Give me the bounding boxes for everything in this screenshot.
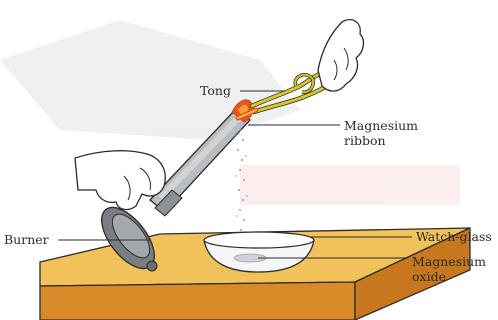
burner-label: Burner xyxy=(4,232,49,247)
magnesium-ribbon-label: Magnesium ribbon xyxy=(344,118,418,148)
table-front xyxy=(40,282,355,320)
tong-label: Tong xyxy=(200,83,231,98)
watch-glass-rim xyxy=(204,232,314,248)
magnesium-oxide-label-line2: oxide xyxy=(412,269,486,284)
right-hand-shape xyxy=(318,20,363,91)
magnesium-ribbon-label-line1: Magnesium xyxy=(344,118,418,133)
magnesium-oxide-label-line1: Magnesium xyxy=(412,254,486,269)
right-hand xyxy=(318,20,363,91)
watch-glass-label: Watch-glass xyxy=(416,229,492,244)
background-watermark xyxy=(0,20,460,205)
magnesium-ribbon-label-line2: ribbon xyxy=(344,133,418,148)
burner-knob xyxy=(147,261,157,271)
magnesium-oxide-label: Magnesium oxide xyxy=(412,254,486,284)
